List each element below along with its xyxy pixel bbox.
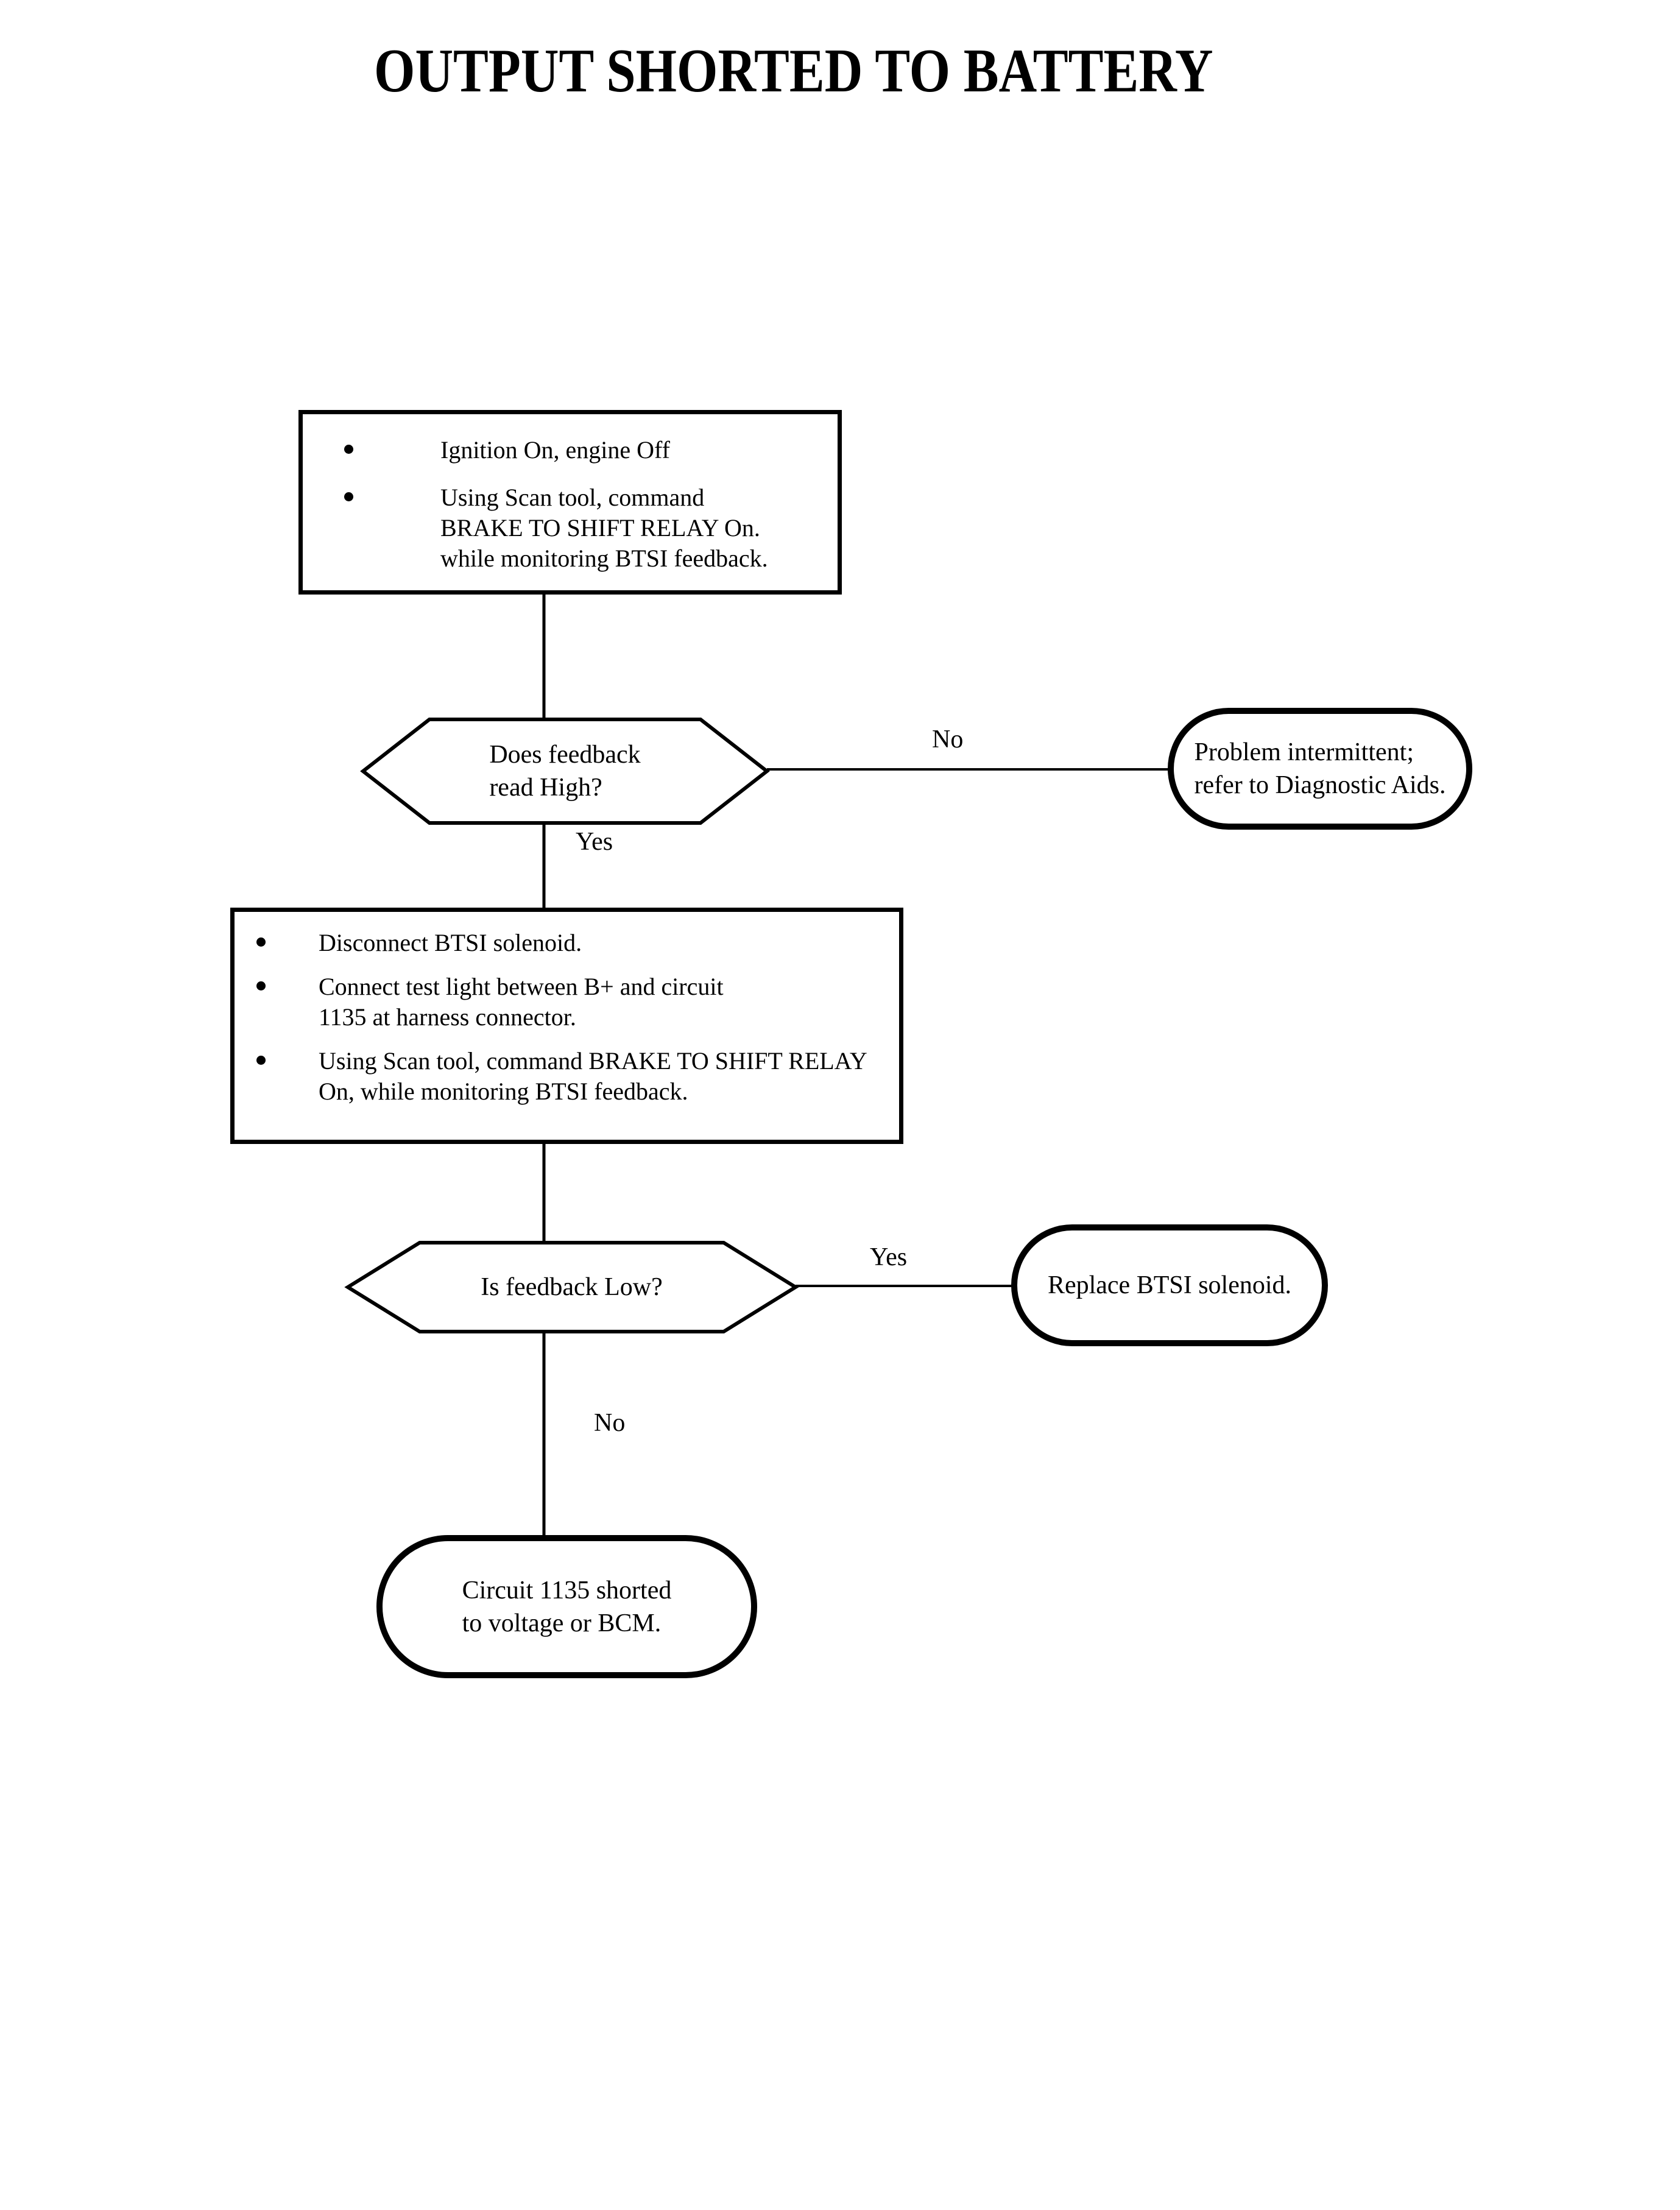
decision-1-question: Does feedback read High? — [489, 741, 641, 802]
bullet-dot-icon — [235, 928, 319, 947]
terminal-problem-intermittent: Problem intermittent; refer to Diagnosti… — [1168, 708, 1472, 830]
decision-2-question: Is feedback Low? — [481, 1273, 663, 1301]
page-title: OUTPUT SHORTED TO BATTERY — [374, 37, 1213, 105]
bullet-text: Connect test light between B+ and circui… — [319, 973, 724, 1031]
bullet-text: Ignition On, engine Off — [440, 436, 670, 464]
bullet-text: Disconnect BTSI solenoid. — [319, 929, 582, 956]
process-box-initial-setup: Ignition On, engine Off Using Scan tool,… — [298, 410, 842, 595]
bullet-item: Using Scan tool, command BRAKE TO SHIFT … — [303, 482, 838, 574]
decision-1-no-label: No — [932, 725, 964, 754]
bullet-item: Using Scan tool, command BRAKE TO SHIFT … — [235, 1046, 899, 1107]
terminal-circuit-shorted: Circuit 1135 shorted to voltage or BCM. — [376, 1535, 757, 1678]
decision-2-shape — [344, 1241, 799, 1333]
decision-2-no-label: No — [594, 1409, 626, 1437]
bullet-dot-icon — [303, 435, 440, 454]
bullet-dot-icon — [235, 1046, 319, 1065]
bullet-text: Using Scan tool, command BRAKE TO SHIFT … — [319, 1047, 867, 1105]
bullet-dot-icon — [303, 482, 440, 501]
bullet-item: Ignition On, engine Off — [303, 435, 838, 465]
bullet-dot-icon — [235, 972, 319, 990]
decision-2-yes-label: Yes — [870, 1243, 908, 1271]
bullet-item: Connect test light between B+ and circui… — [235, 972, 899, 1033]
bullet-text: Using Scan tool, command BRAKE TO SHIFT … — [440, 484, 768, 572]
terminal-replace-solenoid: Replace BTSI solenoid. — [1011, 1224, 1328, 1346]
process-box-test-light: Disconnect BTSI solenoid. Connect test l… — [230, 908, 903, 1144]
decision-1-shape — [360, 718, 770, 825]
decision-1-yes-label: Yes — [576, 828, 613, 856]
bullet-item: Disconnect BTSI solenoid. — [235, 928, 899, 958]
